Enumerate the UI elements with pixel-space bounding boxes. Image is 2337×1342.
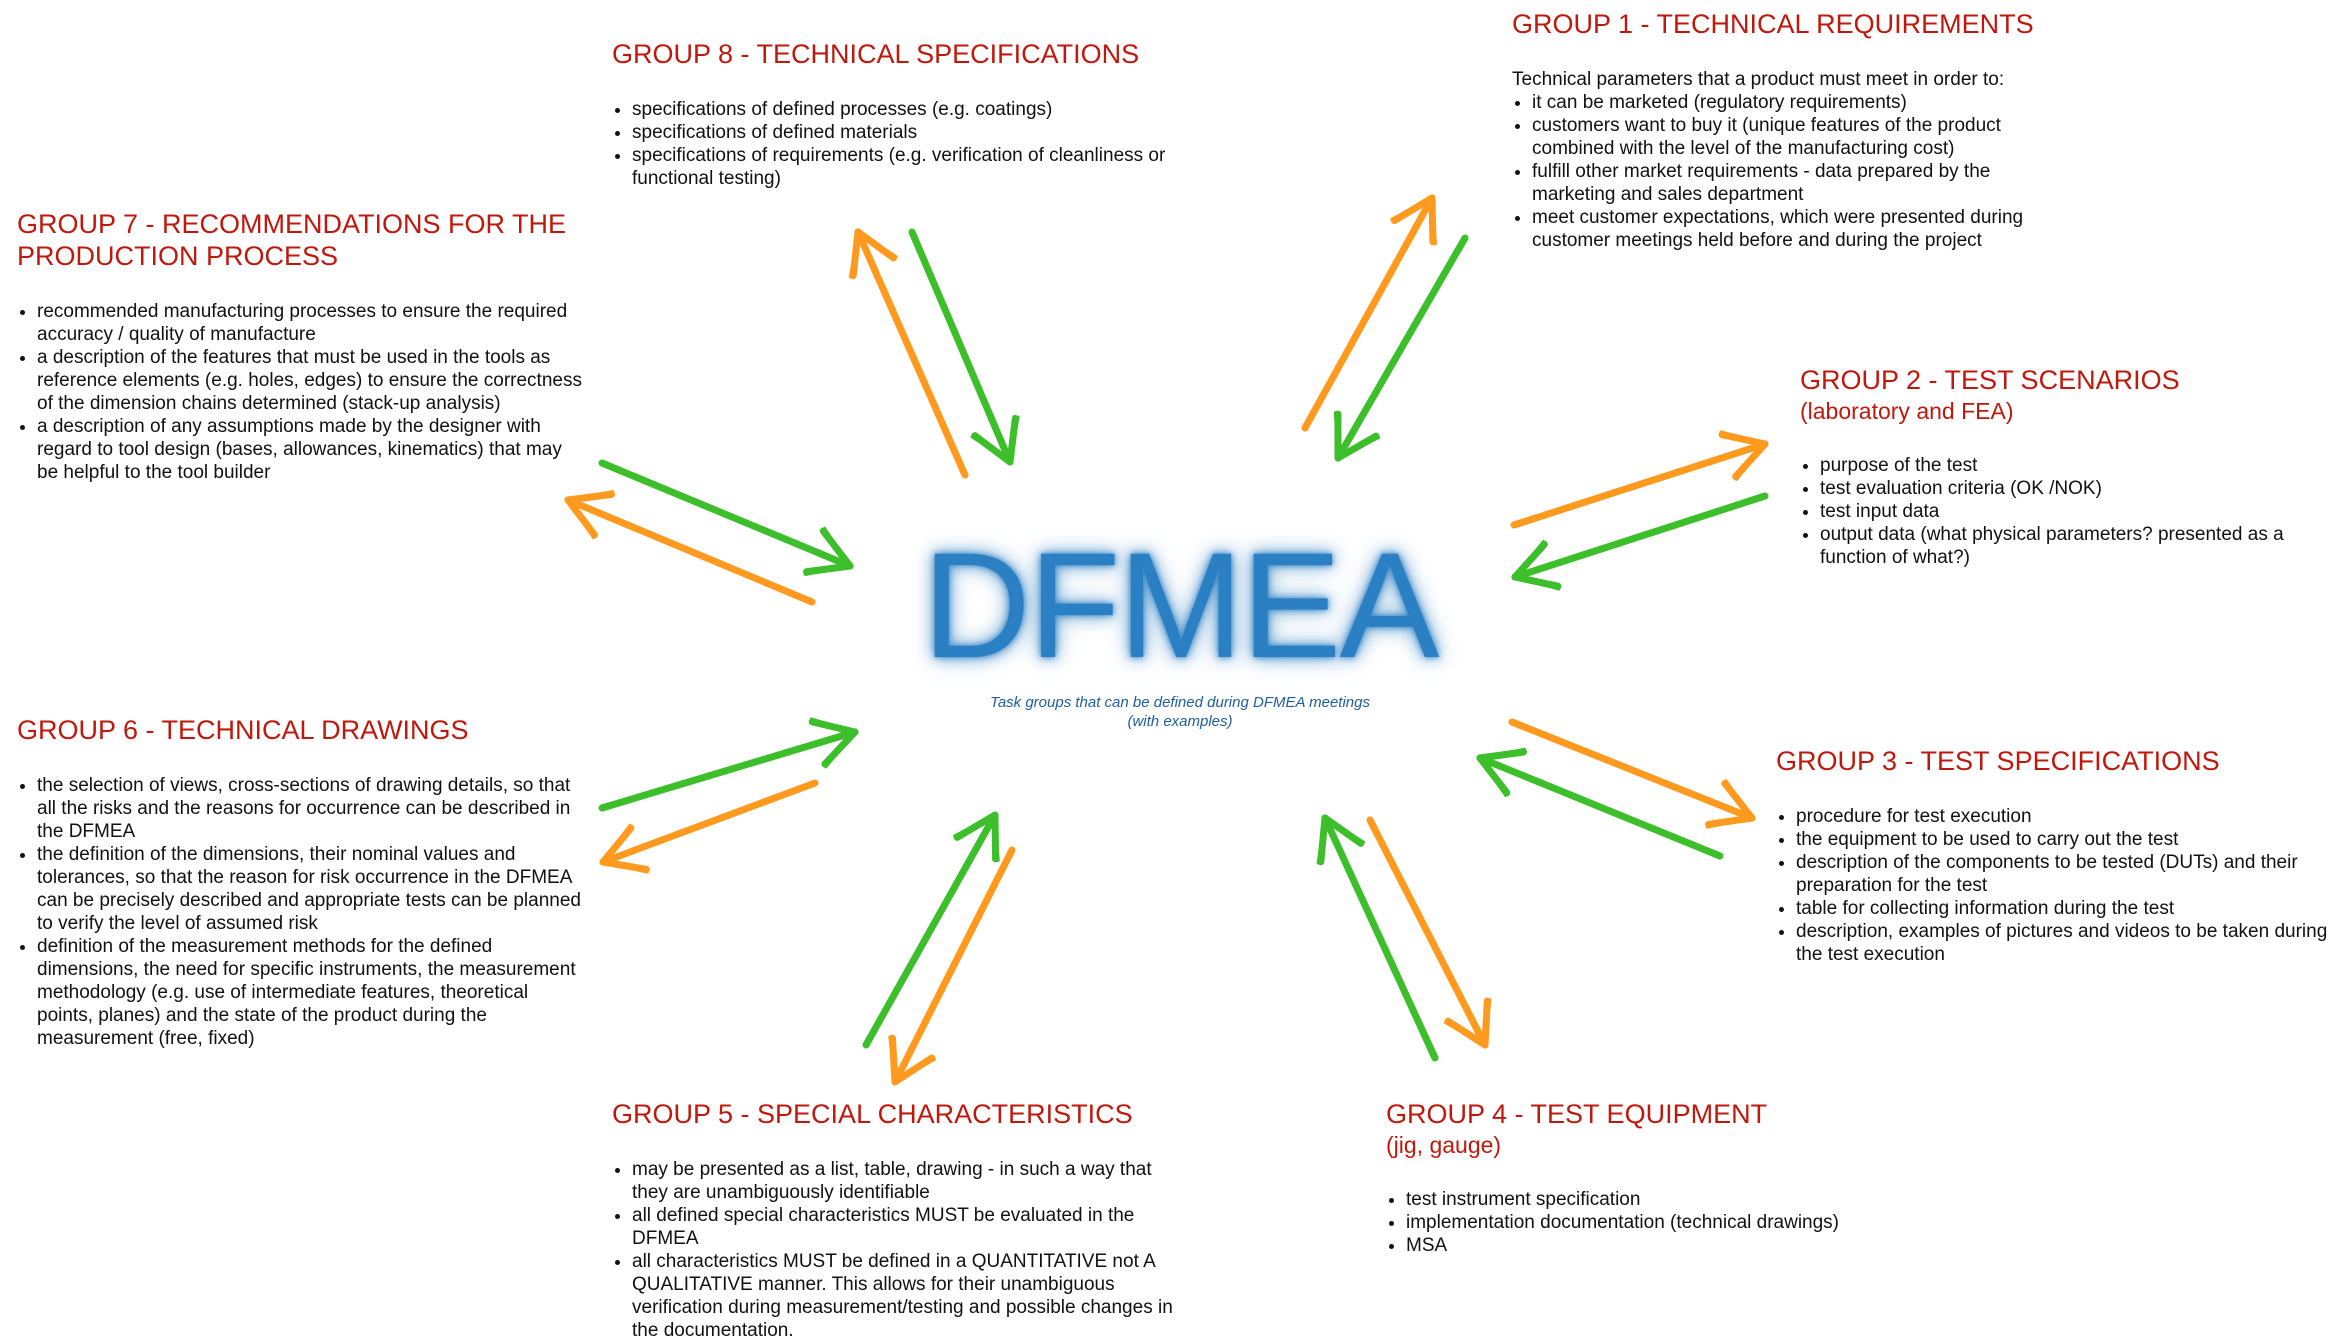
list-item: it can be marketed (regulatory requireme… xyxy=(1532,91,2072,114)
list-item: may be presented as a list, table, drawi… xyxy=(632,1158,1192,1204)
list-item: purpose of the test xyxy=(1820,454,2330,477)
group-items: it can be marketed (regulatory requireme… xyxy=(1512,91,2072,252)
group-5-special-characteristics: GROUP 5 - SPECIAL CHARACTERISTICS may be… xyxy=(612,1098,1192,1342)
group-items: specifications of defined processes (e.g… xyxy=(612,98,1212,190)
arrow-from-group-8 xyxy=(910,231,1018,462)
arrow-to-group-3 xyxy=(1511,720,1752,827)
list-item: output data (what physical parameters? p… xyxy=(1820,523,2330,569)
group-items: may be presented as a list, table, drawi… xyxy=(612,1158,1192,1342)
group-title: GROUP 6 - TECHNICAL DRAWINGS xyxy=(17,714,587,746)
arrow-to-group-1 xyxy=(1303,197,1435,429)
list-item: test evaluation criteria (OK /NOK) xyxy=(1820,477,2330,500)
group-8-technical-specifications: GROUP 8 - TECHNICAL SPECIFICATIONS speci… xyxy=(612,38,1212,190)
list-item: a description of the features that must … xyxy=(37,346,587,415)
group-title: GROUP 3 - TEST SPECIFICATIONS xyxy=(1776,745,2331,777)
list-item: recommended manufacturing processes to e… xyxy=(37,300,587,346)
arrow-from-group-7 xyxy=(601,461,850,574)
group-items: test instrument specificationimplementat… xyxy=(1386,1188,1906,1257)
list-item: all defined special characteristics MUST… xyxy=(632,1204,1192,1250)
list-item: specifications of requirements (e.g. ver… xyxy=(632,144,1212,190)
center-caption: Task groups that can be defined during D… xyxy=(930,693,1430,731)
group-title: GROUP 1 - TECHNICAL REQUIREMENTS xyxy=(1512,8,2072,40)
list-item: definition of the measurement methods fo… xyxy=(37,935,587,1050)
arrow-from-group-3 xyxy=(1479,749,1720,858)
list-item: customers want to buy it (unique feature… xyxy=(1532,114,2072,160)
group-1-technical-requirements: GROUP 1 - TECHNICAL REQUIREMENTS Technic… xyxy=(1512,8,2072,252)
list-item: specifications of defined processes (e.g… xyxy=(632,98,1212,121)
arrow-from-group-2 xyxy=(1515,494,1766,589)
group-3-test-specifications: GROUP 3 - TEST SPECIFICATIONS procedure … xyxy=(1776,745,2331,966)
list-item: the selection of views, cross-sections o… xyxy=(37,774,587,843)
arrow-to-group-8 xyxy=(850,231,966,475)
list-item: fulfill other market requirements - data… xyxy=(1532,160,2072,206)
group-title: GROUP 7 - RECOMMENDATIONS FOR THE PRODUC… xyxy=(17,208,587,272)
list-item: test input data xyxy=(1820,500,2330,523)
group-items: recommended manufacturing processes to e… xyxy=(17,300,587,484)
group-2-test-scenarios: GROUP 2 - TEST SCENARIOS (laboratory and… xyxy=(1800,364,2330,569)
arrow-to-group-2 xyxy=(1513,432,1765,527)
list-item: test instrument specification xyxy=(1406,1188,1906,1211)
list-item: the definition of the dimensions, their … xyxy=(37,843,587,935)
list-item: description of the components to be test… xyxy=(1796,851,2331,897)
group-subtitle: (laboratory and FEA) xyxy=(1800,396,2330,426)
list-item: meet customer expectations, which were p… xyxy=(1532,206,2072,252)
arrow-from-group-6 xyxy=(601,719,855,810)
group-subtitle: (jig, gauge) xyxy=(1386,1130,1906,1160)
group-items: the selection of views, cross-sections o… xyxy=(17,774,587,1050)
group-7-recommendations-production-process: GROUP 7 - RECOMMENDATIONS FOR THE PRODUC… xyxy=(17,208,587,484)
center-caption-line-2: (with examples) xyxy=(930,712,1430,731)
list-item: a description of any assumptions made by… xyxy=(37,415,587,484)
arrow-from-group-4 xyxy=(1318,817,1437,1058)
list-item: procedure for test execution xyxy=(1796,805,2331,828)
group-items: purpose of the testtest evaluation crite… xyxy=(1800,454,2330,569)
group-6-technical-drawings: GROUP 6 - TECHNICAL DRAWINGS the selecti… xyxy=(17,714,587,1050)
list-item: specifications of defined materials xyxy=(632,121,1212,144)
group-title: GROUP 8 - TECHNICAL SPECIFICATIONS xyxy=(612,38,1212,70)
center-title-dfmea: DFMEA xyxy=(900,530,1460,680)
group-4-test-equipment: GROUP 4 - TEST EQUIPMENT (jig, gauge) te… xyxy=(1386,1098,1906,1257)
group-title: GROUP 5 - SPECIAL CHARACTERISTICS xyxy=(612,1098,1192,1130)
group-intro: Technical parameters that a product must… xyxy=(1512,68,2072,91)
list-item: implementation documentation (technical … xyxy=(1406,1211,1906,1234)
arrow-from-group-1 xyxy=(1335,237,1466,459)
arrow-to-group-4 xyxy=(1368,819,1490,1046)
group-items: procedure for test executionthe equipmen… xyxy=(1776,805,2331,966)
group-title: GROUP 2 - TEST SCENARIOS xyxy=(1800,364,2330,396)
list-item: the equipment to be used to carry out th… xyxy=(1796,828,2331,851)
group-title: GROUP 4 - TEST EQUIPMENT xyxy=(1386,1098,1906,1130)
list-item: table for collecting information during … xyxy=(1796,897,2331,920)
list-item: description, examples of pictures and vi… xyxy=(1796,920,2331,966)
list-item: all characteristics MUST be defined in a… xyxy=(632,1250,1192,1342)
center-caption-line-1: Task groups that can be defined during D… xyxy=(930,693,1430,712)
arrow-to-group-7 xyxy=(567,492,812,604)
list-item: MSA xyxy=(1406,1234,1906,1257)
